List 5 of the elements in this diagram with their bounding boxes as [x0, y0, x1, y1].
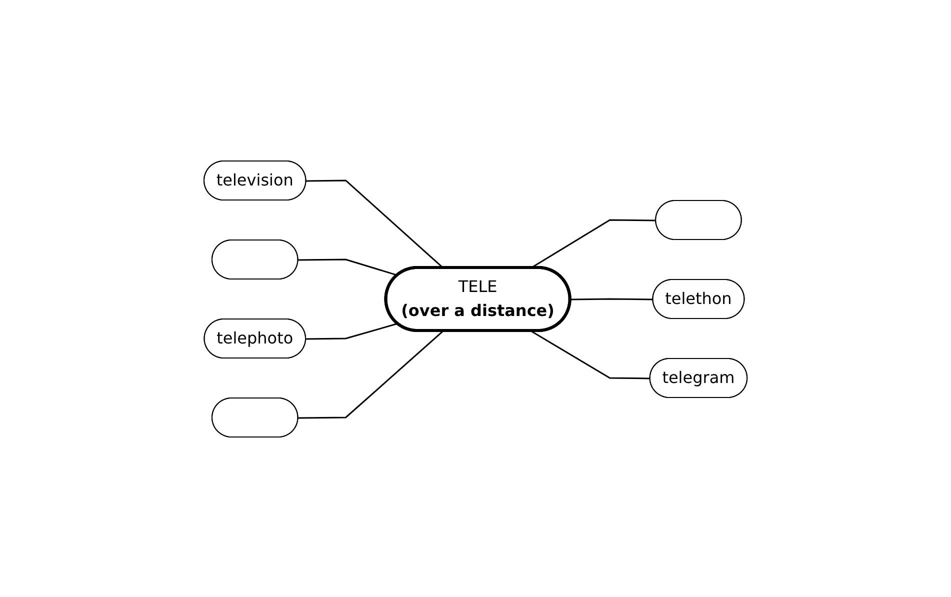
connector — [306, 322, 398, 340]
connector — [298, 330, 444, 418]
connector — [298, 258, 398, 276]
connector — [570, 298, 654, 300]
connector — [530, 330, 650, 379]
